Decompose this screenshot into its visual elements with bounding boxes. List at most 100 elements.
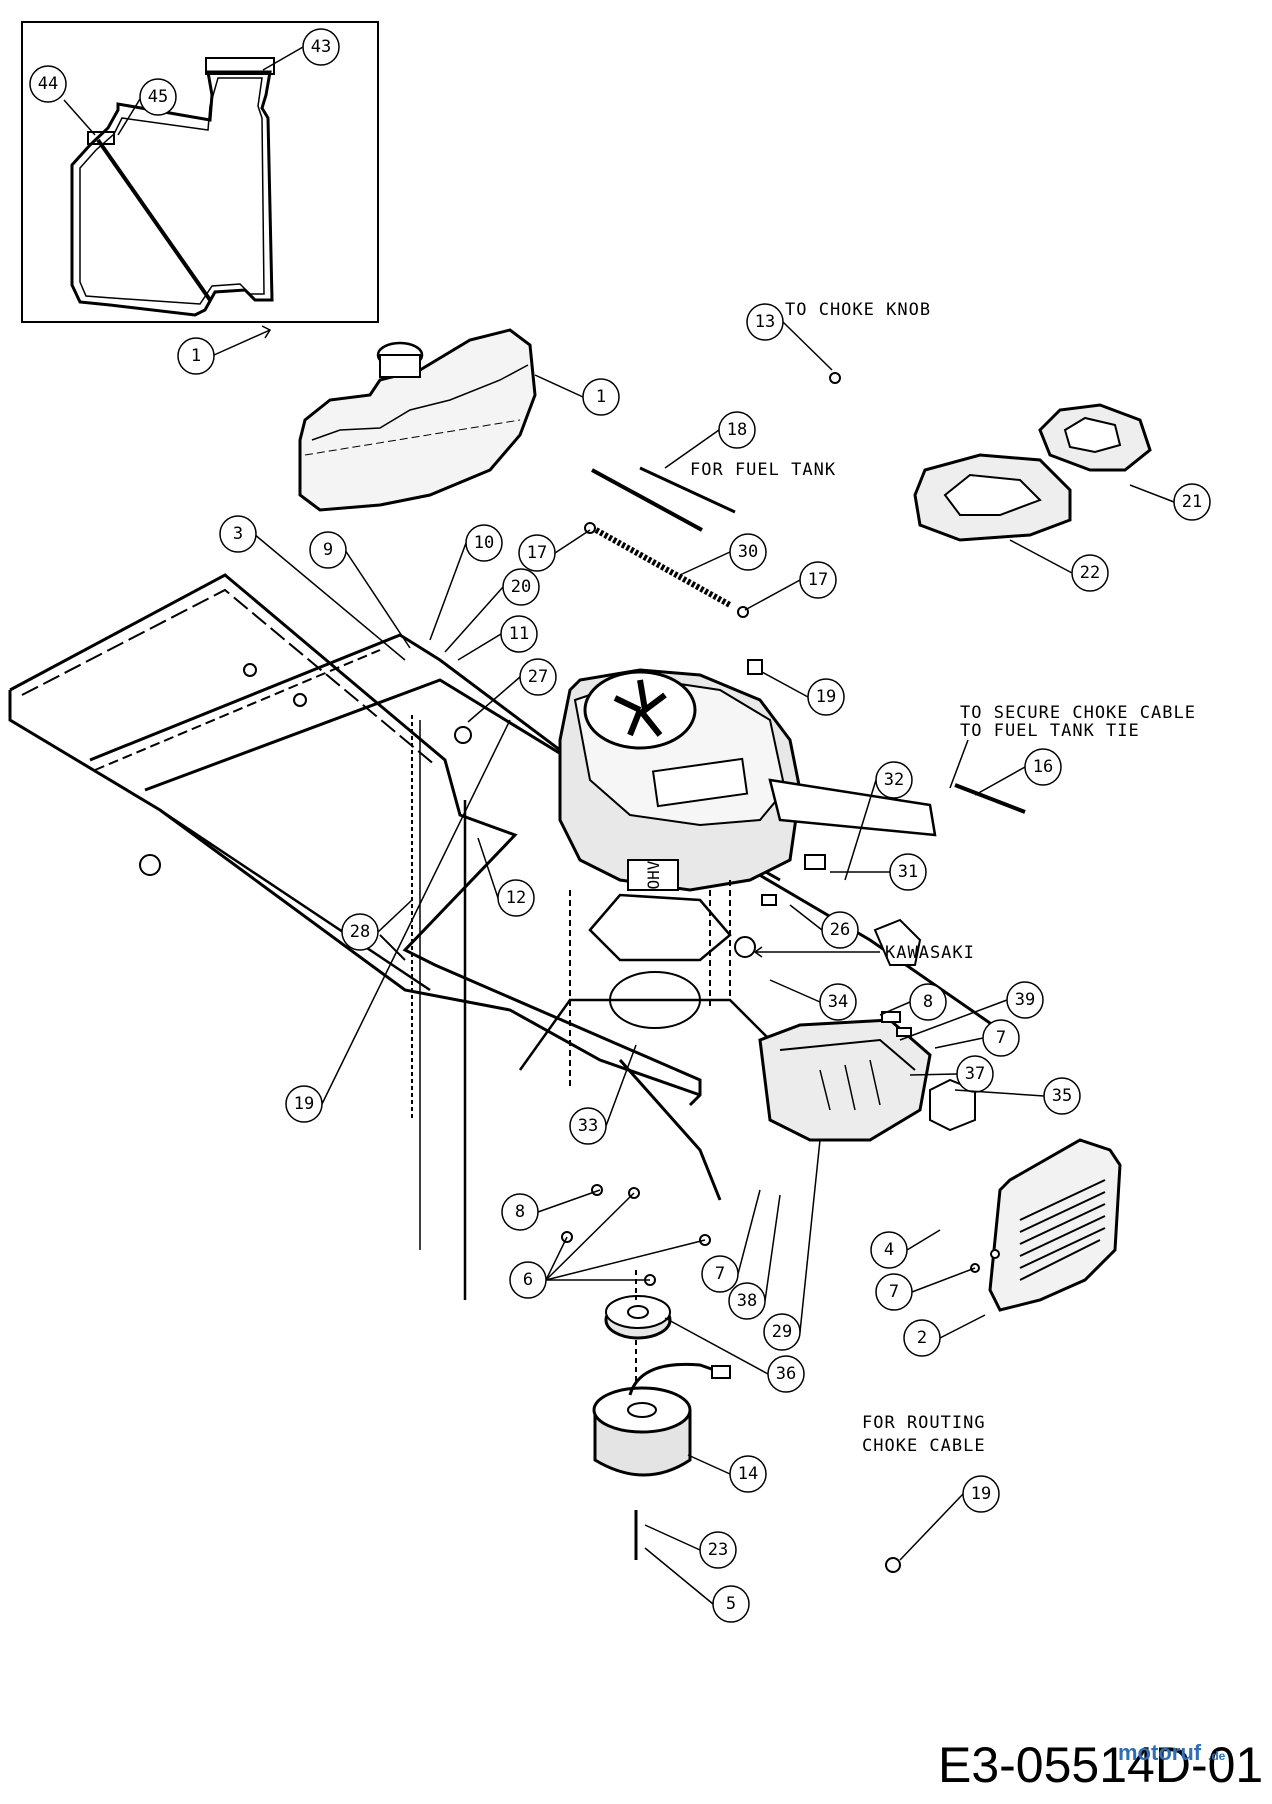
callout-2: 2: [903, 1314, 986, 1357]
svg-text:6: 6: [523, 1270, 533, 1290]
svg-text:23: 23: [708, 1540, 728, 1560]
callout-28: 28: [341, 899, 413, 951]
watermark-suffix: .de: [1208, 1749, 1226, 1763]
callout-7-middle: 7: [701, 1189, 761, 1293]
drawing-number: E3-05514D-01: [938, 1737, 1263, 1793]
callout-8-lower: 8: [501, 1189, 601, 1231]
note-secure-choke-1: TO SECURE CHOKE CABLE: [960, 703, 1196, 723]
small-hardware: [454, 372, 1000, 1573]
svg-text:10: 10: [474, 533, 494, 553]
svg-text:19: 19: [971, 1484, 991, 1504]
svg-text:8: 8: [923, 992, 933, 1012]
inset-fuel-tank-section: [21, 21, 379, 323]
note-fuel-tank: FOR FUEL TANK: [690, 460, 836, 480]
svg-text:16: 16: [1033, 757, 1053, 777]
svg-text:27: 27: [528, 667, 548, 687]
callout-16: 16: [949, 739, 1062, 796]
callout-43: 43: [262, 28, 340, 71]
callout-22: 22: [1009, 539, 1109, 592]
callout-13: 13: [746, 303, 833, 371]
note-choke-knob: TO CHOKE KNOB: [785, 300, 931, 320]
fuel-tank: [298, 328, 537, 512]
svg-text:36: 36: [776, 1364, 796, 1384]
callout-20: 20: [444, 568, 540, 653]
svg-text:21: 21: [1182, 492, 1202, 512]
svg-text:35: 35: [1052, 1086, 1072, 1106]
callout-18: 18: [664, 411, 756, 469]
callout-14: 14: [687, 1454, 767, 1493]
callouts: 43 44 45 1 1 13 18 21 22 3 9 10 20 11 17…: [29, 28, 1211, 1623]
inset-fuel-pickup-tube: [96, 138, 212, 302]
callout-26: 26: [789, 904, 859, 949]
callout-5: 5: [644, 1547, 750, 1623]
svg-text:7: 7: [715, 1264, 725, 1284]
svg-text:13: 13: [755, 312, 775, 332]
callout-21: 21: [1129, 483, 1211, 521]
svg-text:5: 5: [726, 1594, 736, 1614]
cable-ties: [591, 466, 1026, 814]
engine-badge: [627, 859, 679, 891]
svg-text:1: 1: [191, 346, 201, 366]
callout-30: 30: [679, 533, 767, 576]
svg-text:45: 45: [148, 87, 168, 107]
svg-text:7: 7: [889, 1282, 899, 1302]
svg-text:7: 7: [996, 1028, 1006, 1048]
callout-45: 45: [117, 78, 177, 136]
callout-35: 35: [954, 1077, 1081, 1115]
callout-7-upper: 7: [934, 1019, 1020, 1057]
svg-text:38: 38: [737, 1291, 757, 1311]
svg-text:14: 14: [738, 1464, 758, 1484]
note-routing-2: CHOKE CABLE: [862, 1436, 986, 1456]
air-cleaner-parts: [913, 403, 1152, 542]
callout-19-engine: 19: [761, 671, 845, 716]
svg-text:32: 32: [884, 770, 904, 790]
callout-11: 11: [457, 615, 538, 661]
callout-34: 34: [769, 979, 857, 1021]
callout-17-left: 17: [518, 529, 591, 572]
callout-31: 31: [830, 853, 927, 891]
svg-text:4: 4: [884, 1240, 894, 1260]
svg-text:11: 11: [509, 624, 529, 644]
svg-text:18: 18: [727, 420, 747, 440]
svg-text:12: 12: [506, 888, 526, 908]
svg-text:17: 17: [527, 543, 547, 563]
callout-27: 27: [467, 658, 557, 723]
callout-12: 12: [477, 837, 535, 917]
inset-grommet: [87, 131, 115, 145]
svg-text:30: 30: [738, 542, 758, 562]
svg-text:31: 31: [898, 862, 918, 882]
callout-4: 4: [870, 1229, 941, 1269]
svg-text:34: 34: [828, 992, 848, 1012]
muffler-guard: [988, 1138, 1122, 1312]
svg-text:3: 3: [233, 524, 243, 544]
engine: OHV: [558, 668, 802, 1090]
svg-text:22: 22: [1080, 563, 1100, 583]
callout-39: 39: [899, 981, 1044, 1041]
svg-text:OHV: OHV: [644, 860, 663, 889]
svg-text:19: 19: [294, 1094, 314, 1114]
callout-44: 44: [29, 65, 96, 136]
svg-text:37: 37: [965, 1064, 985, 1084]
svg-text:1: 1: [596, 387, 606, 407]
callout-19-left: 19: [285, 719, 511, 1123]
tractor-frame: [8, 573, 1001, 1300]
callout-3: 3: [219, 515, 406, 661]
callout-9: 9: [309, 531, 411, 649]
callout-29: 29: [763, 1139, 821, 1351]
callout-19-routing: 19: [899, 1475, 1000, 1561]
muffler-assembly: [758, 778, 976, 1142]
svg-text:17: 17: [808, 570, 828, 590]
note-secure-choke-2: TO FUEL TANK TIE: [960, 721, 1140, 741]
callout-7-lower: 7: [875, 1267, 976, 1311]
svg-text:43: 43: [311, 37, 331, 57]
callout-10: 10: [429, 524, 503, 641]
callout-17-right: 17: [744, 561, 837, 611]
svg-text:29: 29: [772, 1322, 792, 1342]
diagram-notes: TO CHOKE KNOB FOR FUEL TANK TO SECURE CH…: [690, 300, 1196, 1456]
callout-23: 23: [644, 1524, 737, 1569]
callout-36: 36: [664, 1317, 805, 1393]
svg-text:8: 8: [515, 1202, 525, 1222]
svg-text:33: 33: [578, 1116, 598, 1136]
